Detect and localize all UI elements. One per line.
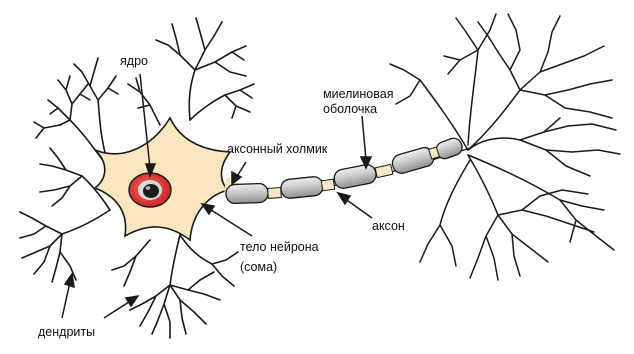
label-soma-line1: тело нейрона — [240, 240, 319, 254]
label-axon-hillock: аксонный холмик — [227, 142, 328, 156]
label-nucleus: ядро — [120, 54, 148, 68]
label-myelin-line2: оболочка — [323, 102, 377, 116]
axon-terminals — [390, 14, 620, 280]
label-soma-line2: (сома) — [240, 260, 277, 274]
label-myelin-line1: миелиновая — [323, 87, 393, 101]
nucleus — [129, 173, 171, 207]
label-dendrites: дендриты — [38, 325, 95, 339]
label-axon: аксон — [372, 219, 405, 233]
